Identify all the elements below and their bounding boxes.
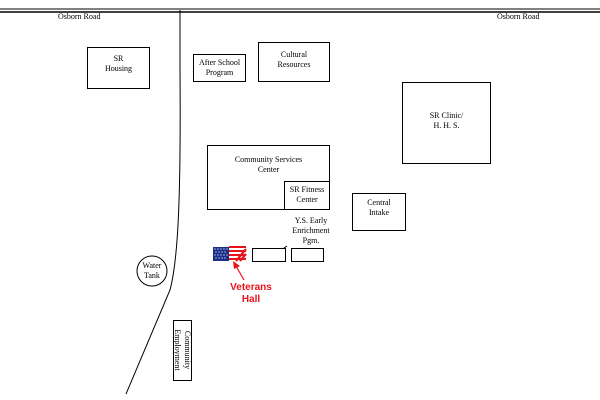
veterans-hall-label-2: Hall xyxy=(241,294,261,305)
sr-clinic-label-1: SR Clinic/ xyxy=(429,111,464,120)
central-intake-building: Central Intake xyxy=(352,193,406,231)
sr-fitness-building: SR Fitness Center xyxy=(284,181,330,210)
central-intake-label-1: Central xyxy=(367,198,391,207)
sr-housing-building: SR Housing xyxy=(87,47,150,89)
ys-early-label-2: Enrichment xyxy=(292,226,330,235)
sr-fitness-label-2: Center xyxy=(296,195,318,204)
central-intake-label-2: Intake xyxy=(369,208,389,217)
cultural-resources-label-1: Cultural xyxy=(280,50,308,59)
red-arrow-head-icon xyxy=(233,261,240,269)
community-employment-label: Community Employment xyxy=(172,320,192,380)
after-school-label-2: Program xyxy=(205,68,234,77)
community-services-label-2: Center xyxy=(257,165,280,174)
sr-housing-label-1: SR xyxy=(113,54,124,63)
water-tank-circle xyxy=(136,255,168,287)
community-employment-building xyxy=(173,320,192,381)
water-tank-label-2: Tank xyxy=(144,271,160,280)
veterans-hall-label-1: Veterans xyxy=(230,282,272,293)
community-services-label-1: Community Services xyxy=(234,155,303,164)
community-employment-label-2: Employment xyxy=(173,329,182,371)
cultural-resources-label-2: Resources xyxy=(277,60,311,69)
ys-early-label-3: Pgm. xyxy=(302,236,320,245)
osborn-road-label-left: Osborn Road xyxy=(58,12,101,21)
sr-clinic-label-2: H. H. S. xyxy=(433,121,460,130)
ys-early-label-1: Y.S. Early xyxy=(294,216,328,225)
sr-clinic-building: SR Clinic/ H. H. S. xyxy=(402,82,491,164)
after-school-building: After School Program xyxy=(193,54,246,82)
ys-early-building xyxy=(252,248,286,262)
american-flag-icon xyxy=(213,246,247,262)
main-road-lower xyxy=(125,69,181,395)
cultural-resources-building: Cultural Resources xyxy=(258,42,330,82)
sr-fitness-label-1: SR Fitness xyxy=(289,185,325,194)
after-school-label-1: After School xyxy=(198,58,241,67)
small-building xyxy=(291,248,324,262)
water-tank-label-1: Water xyxy=(142,261,162,270)
osborn-road-label-right: Osborn Road xyxy=(497,12,540,21)
sr-housing-label-2: Housing xyxy=(104,64,133,73)
red-arrow-icon xyxy=(235,265,245,281)
community-employment-label-1: Community xyxy=(183,330,192,370)
